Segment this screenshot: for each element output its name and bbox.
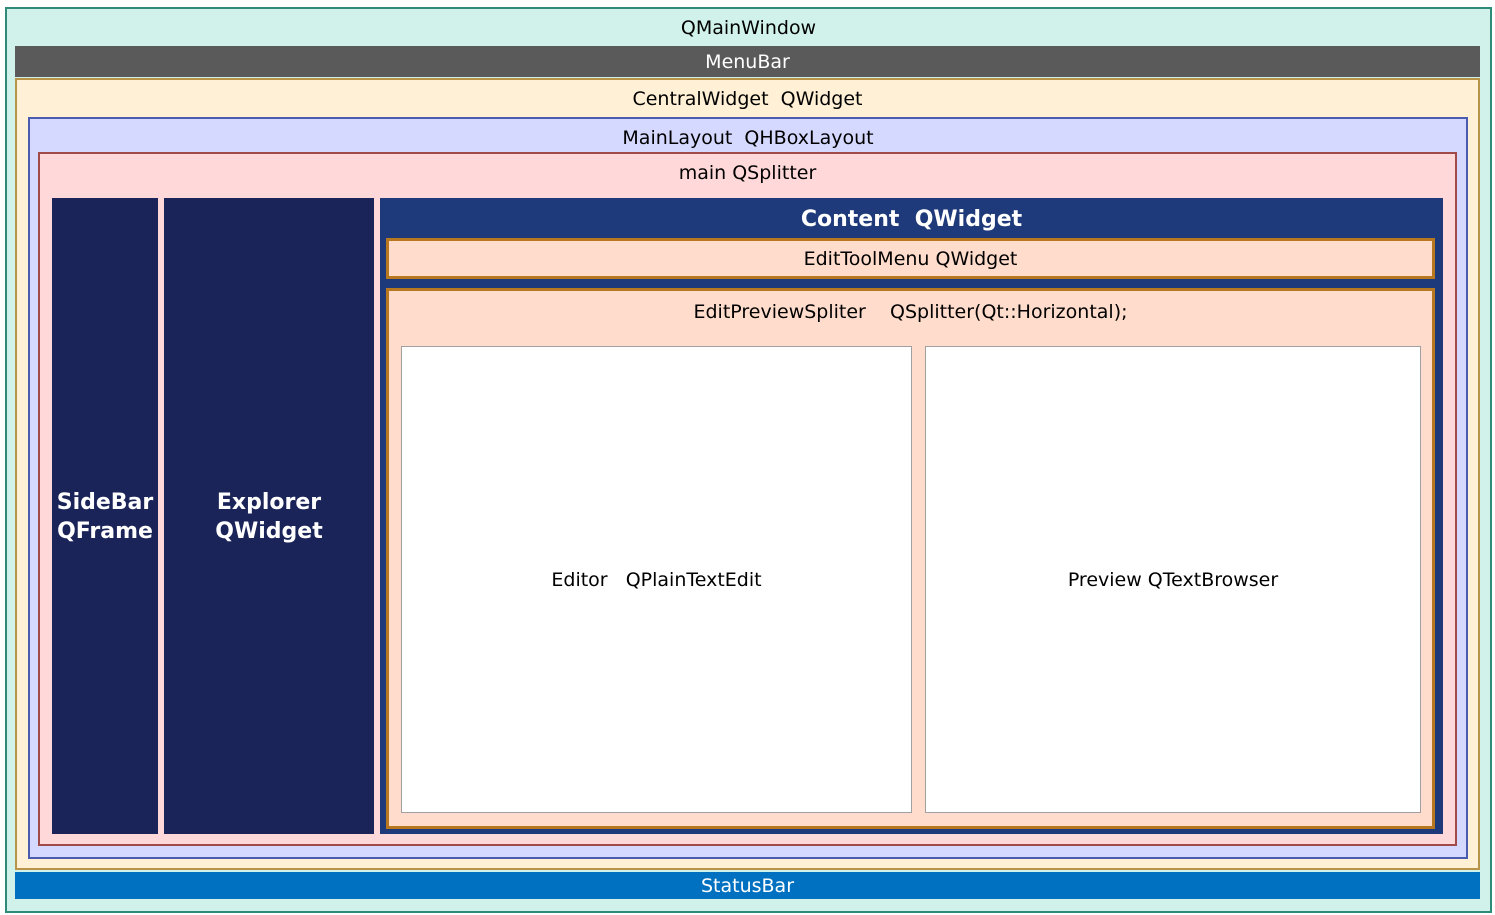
explorer-label-line1: Explorer [216, 490, 322, 515]
statusbar-box: StatusBar [15, 872, 1480, 899]
qmainwindow-label: QMainWindow [680, 17, 817, 39]
menubar-label: MenuBar [705, 50, 790, 73]
preview-label: Preview QTextBrowser [1067, 568, 1279, 591]
centralwidget-label: CentralWidget QWidget [632, 88, 863, 110]
sidebar-box: SideBar QFrame [52, 198, 158, 834]
sidebar-label-line2: QFrame [57, 519, 153, 544]
editor-box: Editor QPlainTextEdit [401, 346, 912, 813]
explorer-label-line2: QWidget [215, 519, 323, 544]
edittoolmenu-label: EditToolMenu QWidget [803, 247, 1018, 270]
mainlayout-label: MainLayout QHBoxLayout [622, 127, 874, 149]
content-label: Content QWidget [800, 207, 1023, 232]
statusbar-label: StatusBar [700, 874, 795, 897]
preview-box: Preview QTextBrowser [925, 346, 1421, 813]
editor-label: Editor QPlainTextEdit [551, 568, 762, 591]
menubar-box: MenuBar [15, 46, 1480, 77]
main-splitter-label: main QSplitter [678, 162, 817, 184]
edittoolmenu-box: EditToolMenu QWidget [386, 238, 1435, 279]
sidebar-label-line1: SideBar [56, 490, 154, 515]
editpreviewsplitter-label: EditPreviewSpliter QSplitter(Qt::Horizon… [693, 301, 1128, 323]
explorer-box: Explorer QWidget [164, 198, 374, 834]
